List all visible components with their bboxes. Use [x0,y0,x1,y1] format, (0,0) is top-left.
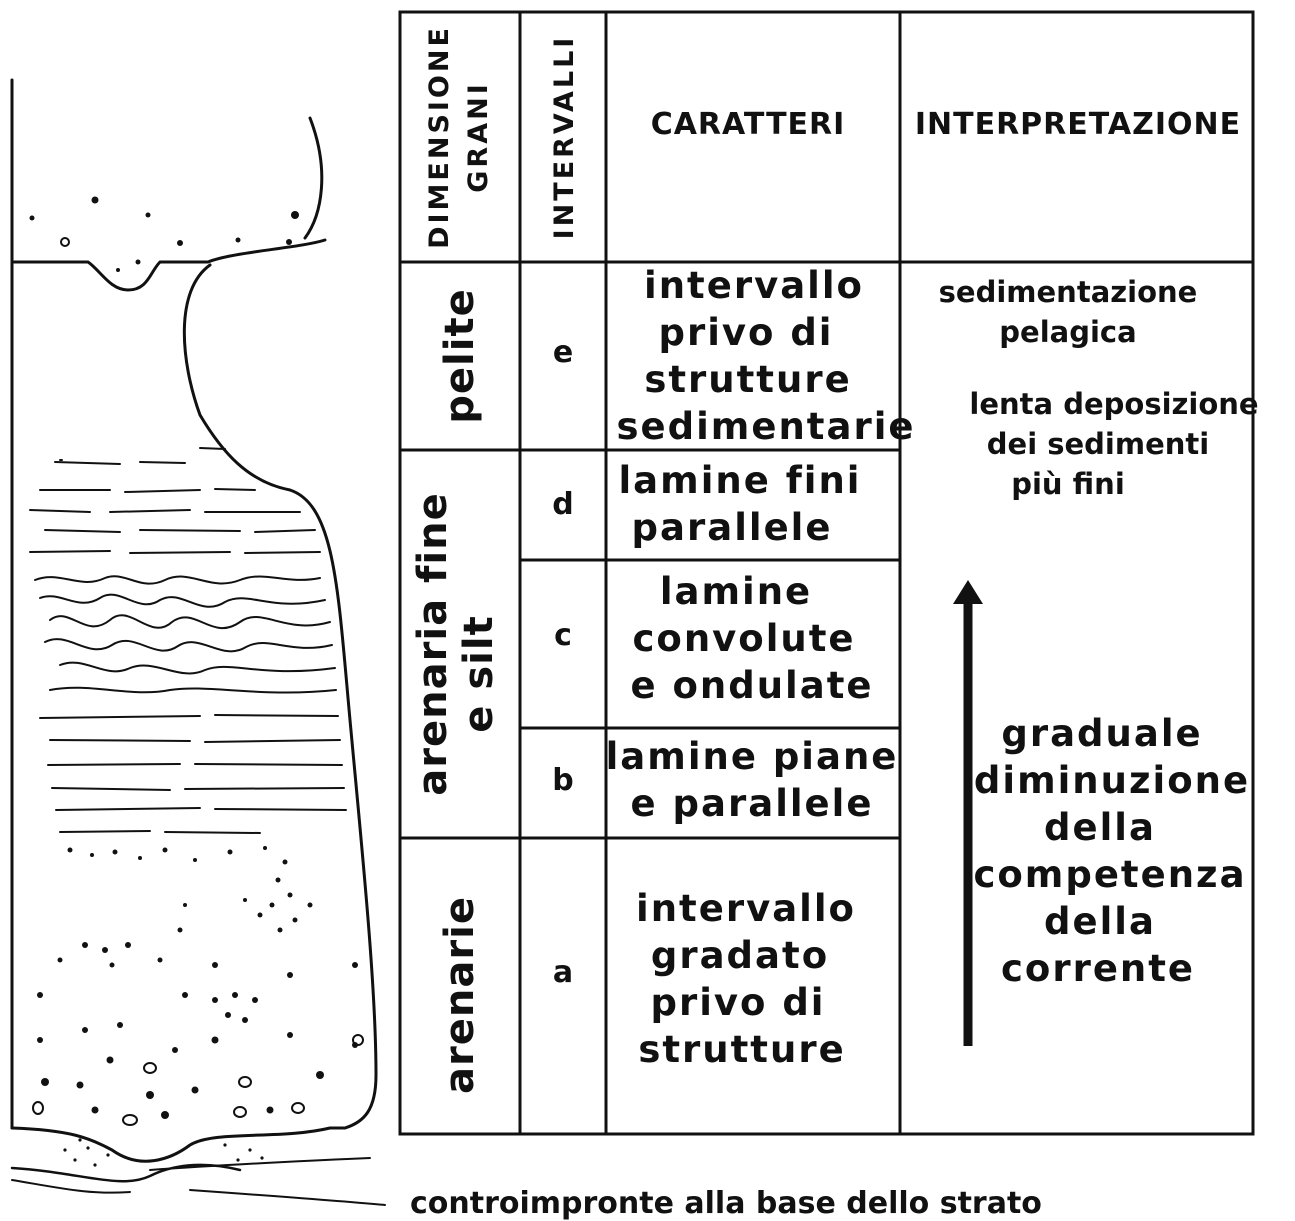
bed-base [12,1128,345,1161]
grain-size-column: pelite arenaria fine e silt arenarie [410,288,502,1094]
char-c-line-3: e ondulate [631,664,874,707]
char-d-line-1: lamine fini [618,459,861,502]
interval-a: a [553,955,573,990]
grain-fine-sand-line-2: e silt [456,615,502,732]
pebbles-a [33,1035,363,1125]
header-characters: CARATTERI [651,107,846,142]
bed-base-load [12,1165,240,1181]
grain-sand: arenarie [437,896,483,1094]
interval-b: b [552,763,573,798]
interp-slow-line-3: più fini [1011,467,1125,501]
interp-pelagic-line-2: pelagica [999,315,1136,349]
upper-bed-base [12,240,325,290]
char-c-line-1: lamine [660,570,812,613]
char-a-line-4: strutture [638,1028,845,1071]
interp-competence-line-5: della [1044,900,1156,943]
char-b-line-2: e parallele [631,782,874,825]
grain-fine-sand-line-1: arenaria fine [410,492,456,795]
upper-bed-top [305,118,322,238]
interp-competence-line-4: competenza [973,853,1246,896]
header-grain-size-line-2: GRANI [463,81,494,193]
char-d-line-2: parallele [632,506,833,549]
graded-grains-a [37,846,358,1119]
char-e-line-1: intervallo [644,264,864,307]
upward-arrow [953,580,983,1046]
bed-base-line-1 [150,1158,370,1170]
grain-pelite: pelite [437,288,483,423]
interp-competence-line-2: diminuzione [974,759,1250,802]
char-e-line-3: strutture [644,358,851,401]
header-intervals: INTERVALLI [549,35,580,240]
parallel-laminae-d [30,448,320,553]
intervals-column: e d c b a [552,335,573,990]
interp-slow-line-1: lenta deposizione [969,387,1258,421]
interval-e: e [553,335,573,370]
char-a-line-2: gradato [651,934,829,977]
interval-d: d [552,487,573,522]
caption: controimpronte alla base dello strato [410,1186,1042,1221]
bed-base-line-2 [190,1190,385,1205]
interp-competence-line-6: corrente [1001,947,1195,990]
interp-pelagic-line-1: sedimentazione [939,275,1198,309]
char-a-line-1: intervallo [636,887,856,930]
interval-c: c [554,618,572,653]
interp-slow-line-2: dei sedimenti [987,427,1209,461]
char-a-line-3: privo di [650,981,825,1024]
char-c-line-2: convolute [632,617,855,660]
interpretation-column: sedimentazione pelagica lenta deposizion… [939,275,1259,990]
header-grain-size-line-1: DIMENSIONE [424,25,455,249]
plane-laminae-b [40,715,346,833]
interp-competence-line-3: della [1044,806,1156,849]
interp-competence-line-1: graduale [1001,712,1202,755]
bed-sketch [12,80,385,1205]
arrow-head-icon [953,580,983,604]
characters-column: intervallo privo di strutture sedimentar… [606,264,916,1071]
char-e-line-2: privo di [658,311,833,354]
convolute-laminae-c [35,576,336,692]
char-e-line-4: sedimentarie [617,405,916,448]
table-headers: DIMENSIONE GRANI INTERVALLI CARATTERI IN… [424,25,1241,249]
header-interpretation: INTERPRETAZIONE [915,107,1241,142]
char-b-line-1: lamine piane [606,735,899,778]
